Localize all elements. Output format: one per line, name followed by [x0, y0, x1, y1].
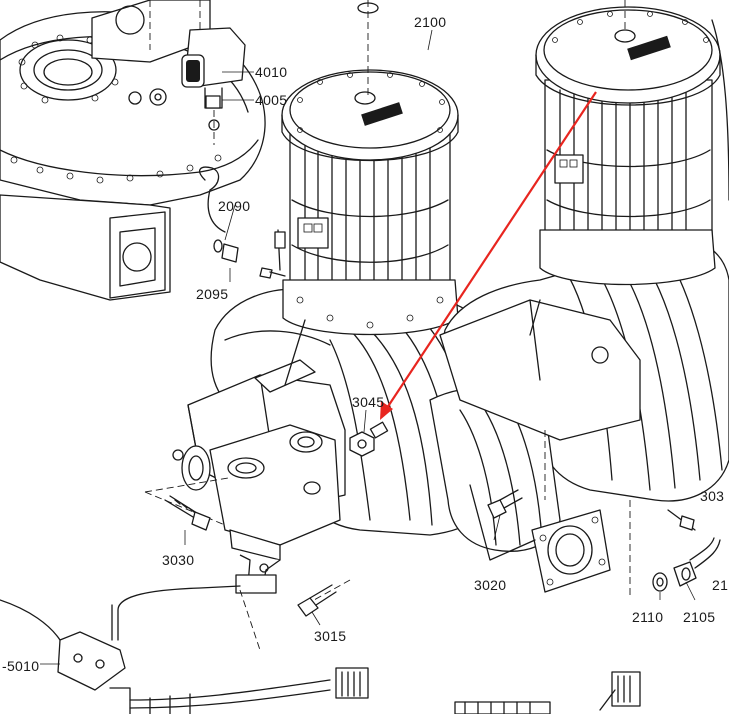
part-label-2105: 2105 — [683, 609, 716, 625]
part-label-21x: 21 — [712, 577, 729, 593]
sensor-4010-assembly — [128, 0, 246, 145]
pump-motor-2 — [535, 0, 729, 269]
part-label-303x: 303 — [700, 488, 725, 504]
pump-motor-1 — [281, 0, 459, 324]
front-fitting-block — [172, 421, 389, 594]
bolt-3030 — [164, 495, 211, 531]
part-label-3015: 3015 — [314, 628, 347, 644]
fitting-2105-2110 — [652, 509, 721, 592]
part-label-2100: 2100 — [414, 14, 447, 30]
callout-arrow — [380, 91, 597, 420]
part-label-3030: 3030 — [162, 552, 195, 568]
fitting-2090-2095 — [213, 229, 286, 279]
part-label-4005: 4005 — [255, 92, 288, 108]
wiring-harness — [109, 667, 641, 714]
part-label-5010: -5010 — [2, 658, 40, 674]
part-label-4010: 4010 — [255, 64, 288, 80]
explode-lines — [144, 430, 631, 651]
part-label-3020: 3020 — [474, 577, 507, 593]
leader-lines — [40, 29, 696, 665]
valve-blocks — [187, 299, 641, 511]
part-label-2110: 2110 — [632, 609, 664, 625]
part-label-3045: 3045 — [352, 394, 385, 410]
bolt-3015 — [297, 584, 337, 617]
bolt-3020 — [487, 489, 523, 519]
outlet-flange — [469, 484, 611, 593]
bracket-5010 — [0, 585, 241, 691]
part-label-2090: 2090 — [218, 198, 251, 214]
part-label-2095: 2095 — [196, 286, 229, 302]
